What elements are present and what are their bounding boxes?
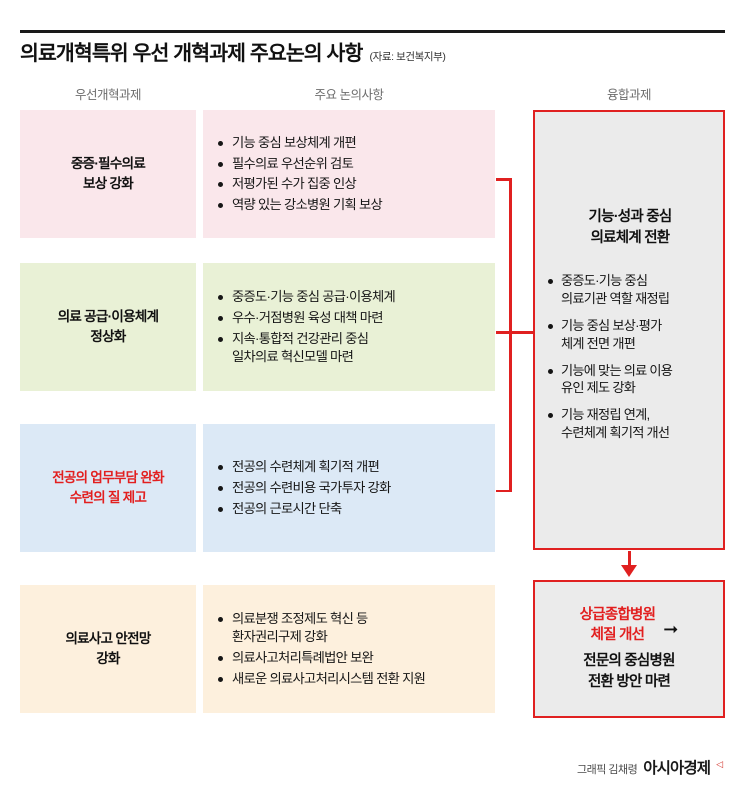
header-top-rule <box>20 30 725 33</box>
footer-brand: 아시아경제 <box>643 760 711 777</box>
convergence-bottom-red-text: 상급종합병원 체질 개선 <box>579 606 656 643</box>
list-item: 지속·통합적 건강관리 중심 일차의료 혁신모델 마련 <box>217 330 487 366</box>
task-label: 의료 공급·이용체계 정상화 <box>57 309 159 344</box>
connector-bracket-bottom-arm <box>496 489 511 492</box>
brand-mark-icon: ◁ <box>716 759 723 769</box>
list-item: 저평가된 수가 집중 인상 <box>217 175 487 193</box>
detail-list: 의료분쟁 조정제도 혁신 등 환자권리구제 강화 의료사고처리특례법안 보완 새… <box>217 608 487 690</box>
detail-box-row-2: 중증도·기능 중심 공급·이용체계 우수·거점병원 육성 대책 마련 지속·통합… <box>203 263 495 391</box>
detail-list: 기능 중심 보상체계 개편 필수의료 우선순위 검토 저평가된 수가 집중 인상… <box>217 132 487 217</box>
convergence-main-box: 기능·성과 중심 의료체계 전환 중증도·기능 중심 의료기관 역할 재정립 기… <box>533 110 725 550</box>
convergence-bottom-black-text: 전문의 중심병원 전환 방안 마련 <box>583 653 675 691</box>
task-box-row-3: 전공의 업무부담 완화 수련의 질 제고 <box>20 424 196 552</box>
convergence-list: 중증도·기능 중심 의료기관 역할 재정립 기능 중심 보상·평가 체계 전면 … <box>547 263 713 452</box>
column-header-key-discussions: 주요 논의사항 <box>314 88 384 102</box>
list-item: 필수의료 우선순위 검토 <box>217 155 487 173</box>
detail-list: 전공의 수련체계 획기적 개편 전공의 수련비용 국가투자 강화 전공의 근로시… <box>217 456 487 520</box>
list-item: 새로운 의료사고처리시스템 전환 지원 <box>217 670 487 688</box>
task-label: 의료사고 안전망 강화 <box>65 631 151 666</box>
list-item: 우수·거점병원 육성 대책 마련 <box>217 309 487 327</box>
footer-credit: 그래픽 김채령 <box>576 764 638 776</box>
list-item: 기능 중심 보상체계 개편 <box>217 134 487 152</box>
right-arrow-icon: ➞ <box>663 618 679 639</box>
list-item: 기능 중심 보상·평가 체계 전면 개편 <box>547 317 713 353</box>
convergence-bottom-box: 상급종합병원 체질 개선 ➞ 전문의 중심병원 전환 방안 마련 <box>533 580 725 718</box>
list-item: 의료사고처리특례법안 보완 <box>217 649 487 667</box>
page-title: 의료개혁특위 우선 개혁과제 주요논의 사항 <box>20 42 363 65</box>
connector-bracket-top-arm <box>496 178 511 181</box>
list-item: 기능에 맞는 의료 이용 유인 제도 강화 <box>547 362 713 398</box>
connector-bracket-middle-arm <box>496 331 533 334</box>
connector-bracket-vertical <box>509 178 512 492</box>
list-item: 전공의 수련체계 획기적 개편 <box>217 458 487 476</box>
list-item: 중증도·기능 중심 의료기관 역할 재정립 <box>547 272 713 308</box>
list-item: 역량 있는 강소병원 기획 보상 <box>217 196 487 214</box>
header: 의료개혁특위 우선 개혁과제 주요논의 사항 (자료: 보건복지부) <box>20 36 725 66</box>
list-item: 기능 재정립 연계, 수련체계 획기적 개선 <box>547 406 713 442</box>
down-arrow-icon-stem <box>627 551 631 568</box>
detail-box-row-4: 의료분쟁 조정제도 혁신 등 환자권리구제 강화 의료사고처리특례법안 보완 새… <box>203 585 495 713</box>
column-header-priority-tasks: 우선개혁과제 <box>74 88 142 102</box>
column-header-convergence-tasks: 융합과제 <box>606 88 652 102</box>
convergence-bottom-line-1: 상급종합병원 체질 개선 ➞ <box>580 605 679 646</box>
list-item: 의료분쟁 조정제도 혁신 등 환자권리구제 강화 <box>217 610 487 646</box>
list-item: 중증도·기능 중심 공급·이용체계 <box>217 288 487 306</box>
task-label: 전공의 업무부담 완화 수련의 질 제고 <box>52 470 164 505</box>
detail-list: 중증도·기능 중심 공급·이용체계 우수·거점병원 육성 대책 마련 지속·통합… <box>217 286 487 368</box>
task-label: 중증·필수의료 보상 강화 <box>70 156 146 191</box>
list-item: 전공의 수련비용 국가투자 강화 <box>217 479 487 497</box>
detail-box-row-1: 기능 중심 보상체계 개편 필수의료 우선순위 검토 저평가된 수가 집중 인상… <box>203 110 495 238</box>
list-item: 전공의 근로시간 단축 <box>217 500 487 518</box>
footer: 그래픽 김채령 아시아경제 ◁ <box>577 756 723 778</box>
task-box-row-4: 의료사고 안전망 강화 <box>20 585 196 713</box>
detail-box-row-3: 전공의 수련체계 획기적 개편 전공의 수련비용 국가투자 강화 전공의 근로시… <box>203 424 495 552</box>
task-box-row-1: 중증·필수의료 보상 강화 <box>20 110 196 238</box>
task-box-row-2: 의료 공급·이용체계 정상화 <box>20 263 196 391</box>
convergence-title: 기능·성과 중심 의료체계 전환 <box>588 208 673 246</box>
source-note: (자료: 보건복지부) <box>369 51 446 63</box>
down-arrow-icon <box>621 565 637 577</box>
